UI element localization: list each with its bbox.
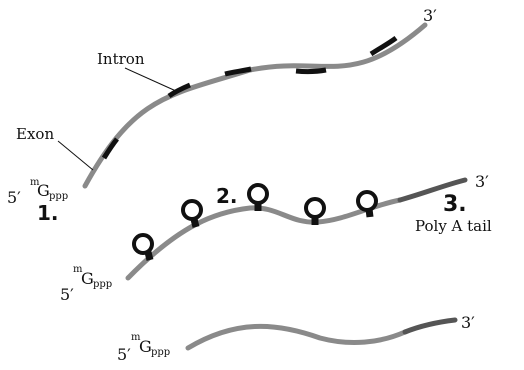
step-2-marker: 2. bbox=[216, 184, 238, 208]
strand3-cap-m: m bbox=[131, 332, 141, 343]
intron-lariat-2 bbox=[181, 199, 203, 228]
intron-lariat-1 bbox=[132, 233, 154, 261]
mature-mrna-tail bbox=[402, 317, 458, 335]
strand2-cap-g: G bbox=[81, 269, 94, 288]
pre-mrna-strand bbox=[82, 22, 428, 189]
mature-mrna-backbone bbox=[185, 323, 408, 351]
strand2-5prime-label: 5′ bbox=[60, 285, 74, 304]
splicing-strand bbox=[125, 177, 468, 281]
lariat-3-loop bbox=[247, 183, 269, 205]
strand3-3prime-label: 3′ bbox=[461, 313, 475, 332]
poly-a-tail-segment bbox=[397, 177, 468, 203]
strand1-5prime-label: 5′ bbox=[7, 188, 21, 207]
strand3-5prime-cap: 5′ m G ppp bbox=[117, 332, 170, 364]
strand3-cap-ppp: ppp bbox=[151, 347, 170, 358]
step-3-marker: 3. bbox=[443, 192, 467, 217]
strand3-5prime-label: 5′ bbox=[117, 345, 131, 364]
intron-pointer-line bbox=[124, 67, 177, 92]
exon-callout: Exon bbox=[16, 125, 94, 171]
intron-segment-3 bbox=[224, 66, 252, 77]
intron-lariat-5 bbox=[356, 190, 378, 218]
intron-segment-4 bbox=[295, 67, 327, 75]
lariat-2-loop bbox=[181, 199, 203, 221]
strand1-cap-g: G bbox=[37, 181, 50, 200]
strand2-cap-ppp: ppp bbox=[93, 279, 112, 290]
exon-pointer-line bbox=[57, 140, 94, 171]
intron-segment-2 bbox=[167, 82, 191, 99]
strand1-cap-m: m bbox=[30, 177, 40, 188]
intron-segment-5 bbox=[369, 35, 398, 57]
intron-lariat-4 bbox=[304, 197, 326, 225]
strand2-5prime-cap: 5′ m G ppp bbox=[60, 264, 112, 304]
intron-lariat-3 bbox=[247, 183, 269, 211]
strand2-cap-m: m bbox=[73, 264, 83, 275]
strand1-3prime-label: 3′ bbox=[423, 6, 437, 25]
intron-label: Intron bbox=[97, 50, 145, 68]
strand2-3prime-label: 3′ bbox=[475, 172, 489, 191]
lariat-1-loop bbox=[132, 233, 154, 255]
lariat-5-loop bbox=[356, 190, 378, 212]
strand1-cap-ppp: ppp bbox=[49, 191, 68, 202]
strand1-5prime-cap: 5′ m G ppp bbox=[7, 177, 68, 207]
intron-callout: Intron bbox=[97, 50, 177, 92]
lariat-4-loop bbox=[304, 197, 326, 219]
splicing-exon-backbone bbox=[125, 197, 403, 281]
poly-a-tail-label: Poly A tail bbox=[415, 217, 492, 235]
mature-mrna-strand bbox=[185, 317, 458, 351]
exon-label: Exon bbox=[16, 125, 54, 143]
intron-segment-1 bbox=[101, 137, 119, 160]
step-1-marker: 1. bbox=[37, 201, 59, 225]
strand3-cap-g: G bbox=[139, 337, 152, 356]
